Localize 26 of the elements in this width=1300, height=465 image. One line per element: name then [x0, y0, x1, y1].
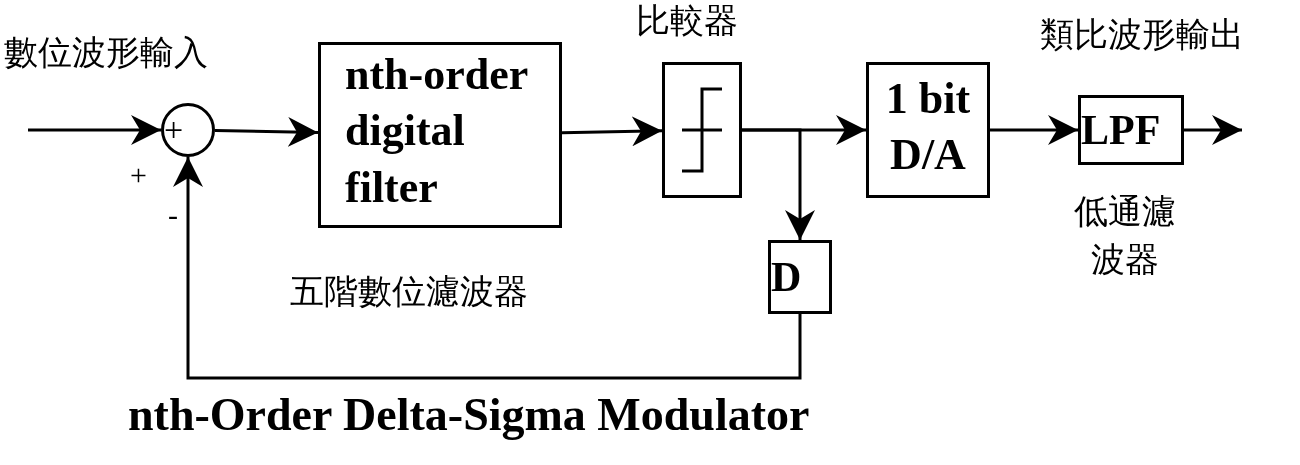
arrow	[214, 117, 319, 147]
block-label: D	[771, 256, 803, 298]
process-box	[768, 240, 832, 314]
comparator-box	[662, 62, 742, 198]
plus-sign: +	[164, 113, 185, 147]
arrow	[28, 115, 161, 145]
block-label: 1 bit D/A	[884, 73, 972, 182]
block-heading: 比較器	[636, 4, 738, 38]
arrow	[561, 116, 663, 147]
sign-label: +	[130, 160, 147, 190]
summing-junction	[161, 103, 215, 157]
diagram-caption: nth-Order Delta-Sigma Modulator	[128, 392, 810, 438]
block-label: nth-order digital filter	[344, 49, 529, 214]
signal-label: 類比波形輸出	[1040, 18, 1244, 52]
block-label: LPF	[1081, 109, 1162, 151]
arrow	[990, 115, 1078, 145]
process-box	[866, 62, 990, 198]
sign-label: -	[168, 200, 178, 230]
arrow	[742, 128, 815, 240]
process-box	[1078, 95, 1184, 165]
process-box	[318, 42, 562, 228]
signal-label: 數位波形輸入	[4, 36, 208, 70]
block-caption: 低通濾波器	[1073, 192, 1177, 280]
arrow	[1184, 115, 1242, 145]
block-caption: 五階數位濾波器	[290, 272, 528, 312]
arrow	[173, 157, 802, 380]
